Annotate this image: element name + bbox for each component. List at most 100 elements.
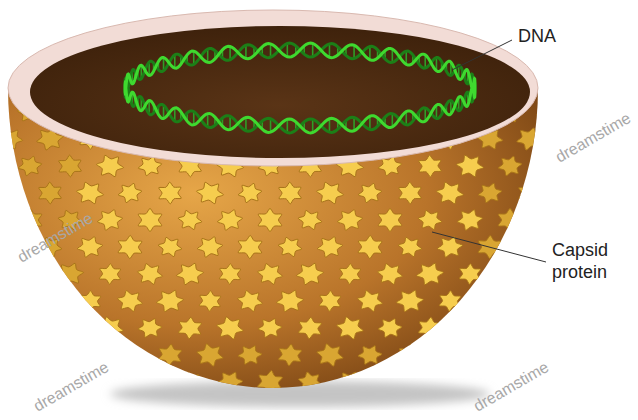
capsomer [17,264,42,285]
capsomer [278,344,301,366]
capsomer [396,290,423,311]
capsomer [138,208,162,231]
capsomer [437,182,464,204]
base-pair [329,44,331,57]
capsomer [58,317,81,339]
part-label: DNA [518,26,588,48]
capsomer [317,344,343,366]
capsomer [97,155,124,176]
dna-strand [125,43,475,133]
capsomer [258,319,282,338]
base-pair [287,43,289,56]
shell-interior [30,26,530,158]
capsomer [478,183,502,202]
capsomer [0,129,23,149]
capsomer [97,317,123,339]
base-pair [270,44,272,57]
capsomer [0,183,22,202]
capsomer [258,371,283,394]
capsomer [358,183,382,202]
capsomer [79,291,100,311]
capsomer [99,264,120,284]
capsomer [138,156,161,175]
capsomer [378,319,402,338]
capsomer [298,317,321,339]
capsomer [437,344,463,366]
watermark: dreamstime [30,358,112,416]
capsomer [18,156,41,175]
capsomer [118,291,143,312]
capsomer [337,317,363,339]
capsomer [498,319,522,338]
capsomer [418,210,442,229]
capsomer [457,372,483,392]
capsomer [538,317,561,339]
capsomer [517,128,544,150]
capsomer [337,210,362,230]
capsomer [419,155,442,177]
capsomer [317,237,342,257]
capsomer [258,208,282,231]
capsomer [177,263,204,284]
capsomer [238,235,262,258]
leader-line [452,40,512,70]
capsomer [276,290,303,311]
capsomer [398,237,422,256]
capsomer [378,208,402,231]
watermark: dreamstime [552,108,634,166]
capsomer [0,372,3,392]
capsomer [0,102,1,122]
base-pair [287,119,289,132]
capsomer [238,291,263,312]
capsomer [118,183,142,202]
capsomer [39,182,61,204]
capsomer [77,182,104,204]
capsomer [497,264,522,285]
capsomer [138,319,162,338]
capsomer [418,372,441,392]
capsomer [57,263,84,284]
capsomer [138,371,163,394]
capsomer [457,155,484,176]
capsomer [197,237,222,257]
capsomer [257,264,282,285]
capsomer [418,317,441,339]
capsomer [478,291,503,312]
capsomer [137,264,162,285]
capsomer [156,290,183,311]
capsomer [457,210,482,230]
capsomer [339,264,360,284]
capsomer [158,344,181,366]
capsomer [0,317,3,339]
watermark: dreamstime [14,208,96,266]
capsomer [199,291,220,311]
capsomer [297,263,324,284]
capsomer [279,182,301,204]
capsomer [118,235,142,258]
base-pair [312,119,314,132]
dna-helix [125,43,475,133]
leader-line [432,232,546,262]
capsomer [77,237,102,257]
capsomer [278,237,302,256]
capsomer [217,372,243,392]
capsomer [298,372,321,392]
capsomer [97,210,122,230]
capsomer [399,182,421,204]
capsomer [519,182,541,204]
capsomer [0,291,22,312]
dna-strand [125,43,475,133]
capsomer [219,264,240,284]
capsomer [217,210,242,230]
shell-rim [8,10,538,166]
capsomer [317,182,344,204]
part-label: Capsid protein [552,240,632,283]
capsomer [178,317,201,339]
capsomer [178,372,201,392]
capsomer [439,291,460,311]
capsomer [158,237,182,256]
capsomer [378,371,403,394]
capsomer [0,264,1,284]
